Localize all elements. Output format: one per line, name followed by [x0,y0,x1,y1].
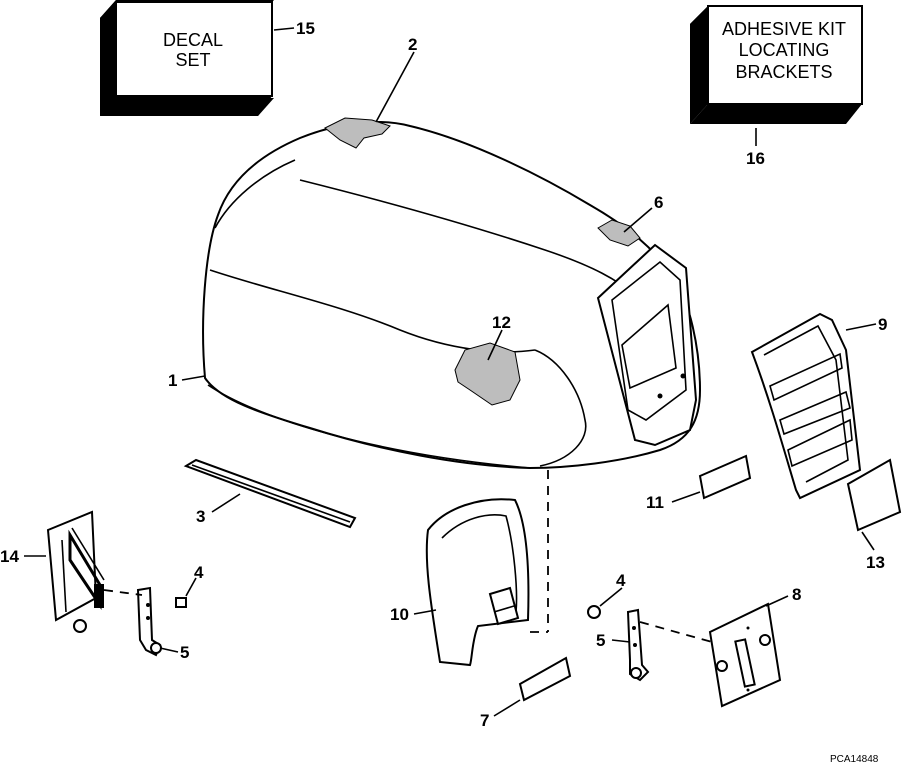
callout-5-right: 5 [596,631,605,650]
screw-4-left [175,597,187,608]
decal-set-line2: SET [175,50,210,70]
decal-set-box: DECAL SET [100,0,274,116]
callout-11: 11 [646,493,664,512]
adhesive-kit-line2: LOCATING [739,40,830,60]
callout-9: 9 [878,315,887,334]
engine-cover [202,117,702,470]
seal-strip [183,458,357,529]
bracket-14 [46,510,105,633]
callout-2: 2 [408,35,417,54]
window-grille [750,312,862,500]
adhesive-kit-line3: BRACKETS [735,62,832,82]
decal-set-box-face [115,1,273,97]
decal-12 [454,342,521,406]
adhesive-kit-line1: ADHESIVE KIT [722,19,846,39]
adhesive-kit-box-face [707,5,863,105]
callout-12: 12 [492,313,511,332]
decal-11 [698,454,752,500]
leader-lines [24,27,877,717]
callout-5-left: 5 [180,643,189,662]
decal-13 [846,458,902,532]
callout-14: 14 [0,547,19,566]
callout-8: 8 [792,585,801,604]
callout-6: 6 [654,193,663,212]
decal-2 [324,117,391,149]
latch-link-right [587,605,650,682]
callout-4-right: 4 [616,571,626,590]
callout-7: 7 [480,711,489,730]
callout-3: 3 [196,507,205,526]
callout-10: 10 [390,605,409,624]
decal-7 [518,656,572,702]
rear-cover [425,498,530,667]
callout-15: 15 [296,19,315,38]
assembly-line-left [103,589,143,596]
screw-4-right [587,605,601,619]
callouts: 15 2 16 6 12 9 1 11 3 14 13 4 4 8 10 5 5… [0,19,887,730]
decal-set-line1: DECAL [163,30,223,50]
adhesive-kit-box: ADHESIVE KIT LOCATING BRACKETS [690,5,863,124]
callout-1: 1 [168,371,177,390]
callout-13: 13 [866,553,885,572]
callout-4-left: 4 [194,563,204,582]
reference-code: PCA14848 [830,754,879,765]
assembly-line-right [639,621,713,643]
callout-16: 16 [746,149,765,168]
latch-link-left [136,586,187,657]
latch-plate [708,602,782,708]
